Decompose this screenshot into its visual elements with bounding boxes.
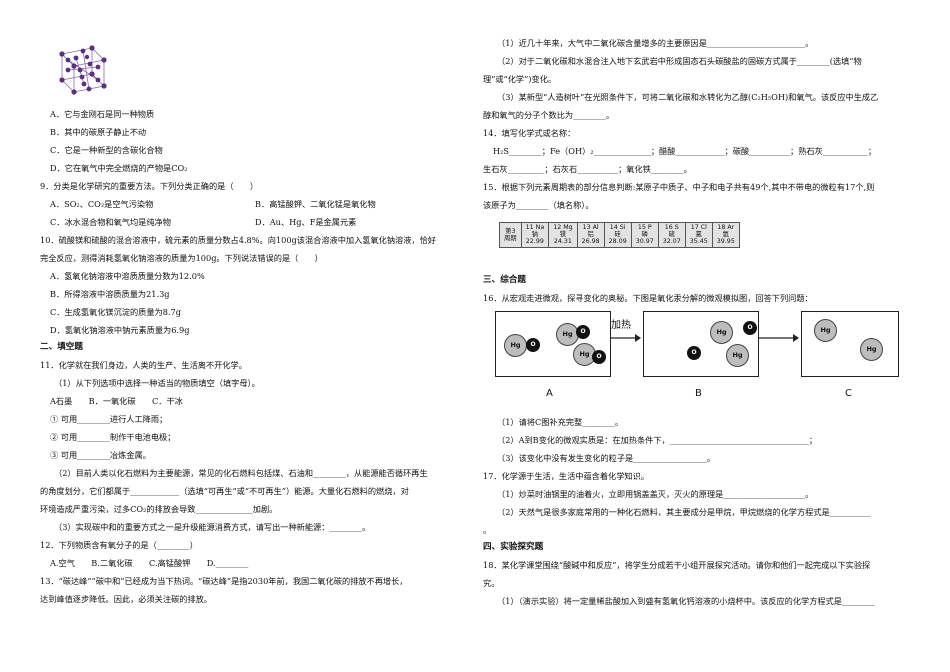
q16-stem: 16．从宏观走进微观，探寻变化的奥秘。下图是氧化汞分解的微观模拟图，回答下列问题…: [483, 292, 813, 303]
o-atom: O: [743, 320, 757, 335]
q14-line2: 生石灰_________；石灰石__________；氧化铁________。: [483, 164, 692, 174]
hg-atom: Hg: [556, 322, 579, 346]
q9-option-b: B．高锰酸钾、二氧化锰是氧化物: [255, 199, 376, 210]
carbon-crystal-structure-image: [59, 45, 107, 95]
o-atom: O: [592, 349, 606, 364]
o-atom: O: [687, 345, 701, 360]
q17-part1: （1）炒菜时油锅里的油着火，立即用锅盖盖灭，灭火的原理是____________…: [497, 488, 814, 499]
hg-atom: Hg: [860, 337, 883, 361]
q15-stem-line2: 该原子为________（填名称）。: [483, 200, 594, 210]
q13-stem-line1: 13．“碳达峰”“碳中和”已经成为当下热词。“碳达峰”是指2030年前，我国二氧…: [40, 576, 408, 587]
q16-part2: （2）A到B变化的微观实质是：在加热条件下，__________________…: [497, 434, 818, 445]
mercury-oxide-decomposition-diagram: Hg O Hg O Hg O 加热 Hg O O Hg Hg Hg: [483, 310, 913, 407]
q13-stem-line2: 达到峰值逐步降低。因此，必须关注碳的排放。: [40, 594, 212, 605]
q9-option-c: C．冰水混合物和氧气均是纯净物: [50, 217, 171, 228]
diagram-label-c: C: [845, 387, 852, 399]
q13-part3-line1: （3）某新型“人造树叶”在光照条件下，可将二氧化碳和水转化为乙醇(C₂H₅OH)…: [497, 92, 879, 102]
q11-blank3: ③ 可用________冶炼金属。: [50, 450, 151, 461]
q10-option-c: C．生成氢氧化镁沉淀的质量为8.7g: [50, 307, 181, 318]
q11-part3: （3）实现碳中和的重要方式之一是升级能源消费方式，请写出一种新能源：______…: [54, 522, 371, 533]
q9-options-row2: C．冰水混合物和氧气均是纯净物 D．Au、Hg、F是金属元素: [40, 213, 465, 231]
q18-stem-line1: 18．某化学课堂围绕“酸碱中和反应”，将学生分成若干小组开展探究活动。请你和他们…: [483, 559, 871, 570]
q17-stem: 17．化学源于生活，生活中蕴含着化学知识。: [483, 470, 649, 481]
hg-atom: Hg: [504, 333, 527, 357]
q9-options-row1: A．SO₂、CO₂是空气污染物 B．高锰酸钾、二氧化锰是氧化物: [40, 195, 465, 213]
section-comprehensive-heading: 三、综合题: [483, 274, 526, 285]
q11-part2-line1: （2）目前人类以化石燃料为主要能源，常见的化石燃料包括煤、石油和________…: [54, 468, 428, 479]
q13-part1: （1）近几十年来，大气中二氧化碳含量增多的主要原因是______________…: [497, 38, 814, 48]
q9-option-a: A．SO₂、CO₂是空气污染物: [50, 199, 154, 210]
q13-part3-line2: 醇和氧气的分子个数比为________。: [483, 110, 615, 120]
diagram-box-b: Hg O O Hg: [643, 310, 759, 377]
q13-part2-line2: 理”或“化学”)变化。: [483, 74, 557, 84]
q8-option-a: A．它与金刚石是同一种物质: [50, 109, 155, 120]
hg-atom: Hg: [814, 318, 837, 342]
hg-atom: Hg: [726, 343, 749, 367]
q10-option-b: B．所得溶液中溶质质量为21.3g: [50, 289, 170, 300]
q9-option-d: D．Au、Hg、F是金属元素: [255, 217, 357, 228]
diagram-box-c: Hg Hg: [801, 310, 899, 377]
q16-part1: （1）请将C图补充完整________。: [497, 416, 624, 427]
q10-stem-line2: 完全反应，测得消耗氢氧化钠溶液的质量为100g。下列说法错误的是（ ）: [40, 253, 323, 264]
arrow-right-icon: [611, 333, 641, 342]
q14-stem: 14．填写化学式或名称：: [483, 128, 576, 138]
q12-options: A.空气 B.二氧化碳 C.高锰酸钾 D.________: [50, 558, 249, 569]
diagram-label-a: A: [546, 387, 553, 399]
heating-label: 加热: [611, 319, 631, 331]
q10-option-d: D．氢氧化钠溶液中钠元素质量为6.9g: [50, 325, 190, 336]
q11-choices: A石墨 B．一氧化碳 C．干冰: [50, 396, 183, 407]
hg-atom: Hg: [710, 320, 733, 344]
o-atom: O: [576, 324, 590, 339]
section-experiment-heading: 四、实验探究题: [483, 541, 544, 552]
q11-stem: 11．化学就在我们身边，人类的生产、生活离不开化学。: [40, 360, 247, 371]
q13-part2-line1: （2）对于二氧化碳和水混合注入地下玄武岩中形成固态石头碳酸盐的固碳方式属于___…: [497, 56, 862, 66]
q11-part2-line2: 的角度划分，它们都属于____________（选填“可再生”或“不可再生”）能…: [40, 486, 409, 497]
right-column: （1）近几十年来，大气中二氧化碳含量增多的主要原因是______________…: [483, 34, 913, 610]
q16-part3: （3）该变化中没有发生变化的粒子是__________________。: [497, 452, 716, 463]
q11-part1: （1）从下列选项中选择一种适当的物质填空（填字母）。: [54, 378, 260, 389]
left-column: A．它与金刚石是同一种物质 B．其中的碳原子静止不动 C．它是一种新型的含碳化合…: [40, 40, 465, 608]
o-atom: O: [526, 337, 540, 352]
q10-option-a: A．氢氧化钠溶液中溶质质量分数为12.0%: [50, 271, 205, 282]
q8-option-c: C．它是一种新型的含碳化合物: [50, 145, 163, 156]
q11-blank1: ① 可用________进行人工降雨；: [50, 414, 168, 425]
q18-stem-line2: 究。: [483, 577, 500, 588]
q8-option-d: D．它在氧气中完全燃烧的产物是CO₂: [50, 163, 188, 174]
q11-blank2: ② 可用________制作干电池电极；: [50, 432, 176, 443]
diagram-label-b: B: [695, 387, 702, 399]
section-fill-in-heading: 二、填空题: [40, 342, 83, 353]
q8-option-b: B．其中的碳原子静止不动: [50, 127, 147, 138]
q15-stem-line1: 15．根据下列元素周期表的部分信息判断:某原子中质子、中子和电子共有49个,其中…: [483, 182, 875, 192]
q17-part2: （2）天然气是很多家庭常用的一种化石燃料，其主要成分是甲烷，甲烷燃烧的化学方程式…: [497, 506, 871, 517]
q9-stem: 9．分类是化学研究的重要方法。下列分类正确的是（ ）: [40, 181, 259, 192]
q18-part1: （1）（演示实验）将一定量稀盐酸加入到盛有氢氧化钙溶液的小烧杯中。该反应的化学方…: [497, 595, 875, 606]
q12-stem: 12．下列物质含有氧分子的是（________）: [40, 540, 198, 551]
q10-stem-line1: 10．硫酸镁和硫酸的混合溶液中，硫元素的质量分数占4.8%。向100g该混合溶液…: [40, 235, 436, 246]
q14-line1: H₂S________；Fe（OH）₂______________；醋酸____…: [493, 146, 877, 156]
arrow-right-icon: [759, 333, 799, 342]
diagram-box-a: Hg O Hg O Hg O: [495, 310, 611, 377]
q17-part2-end: 。: [483, 524, 492, 535]
q11-part2-line3: 环境造成严重污染，过多CO₂的排放会导致______________加剧。: [40, 504, 278, 515]
